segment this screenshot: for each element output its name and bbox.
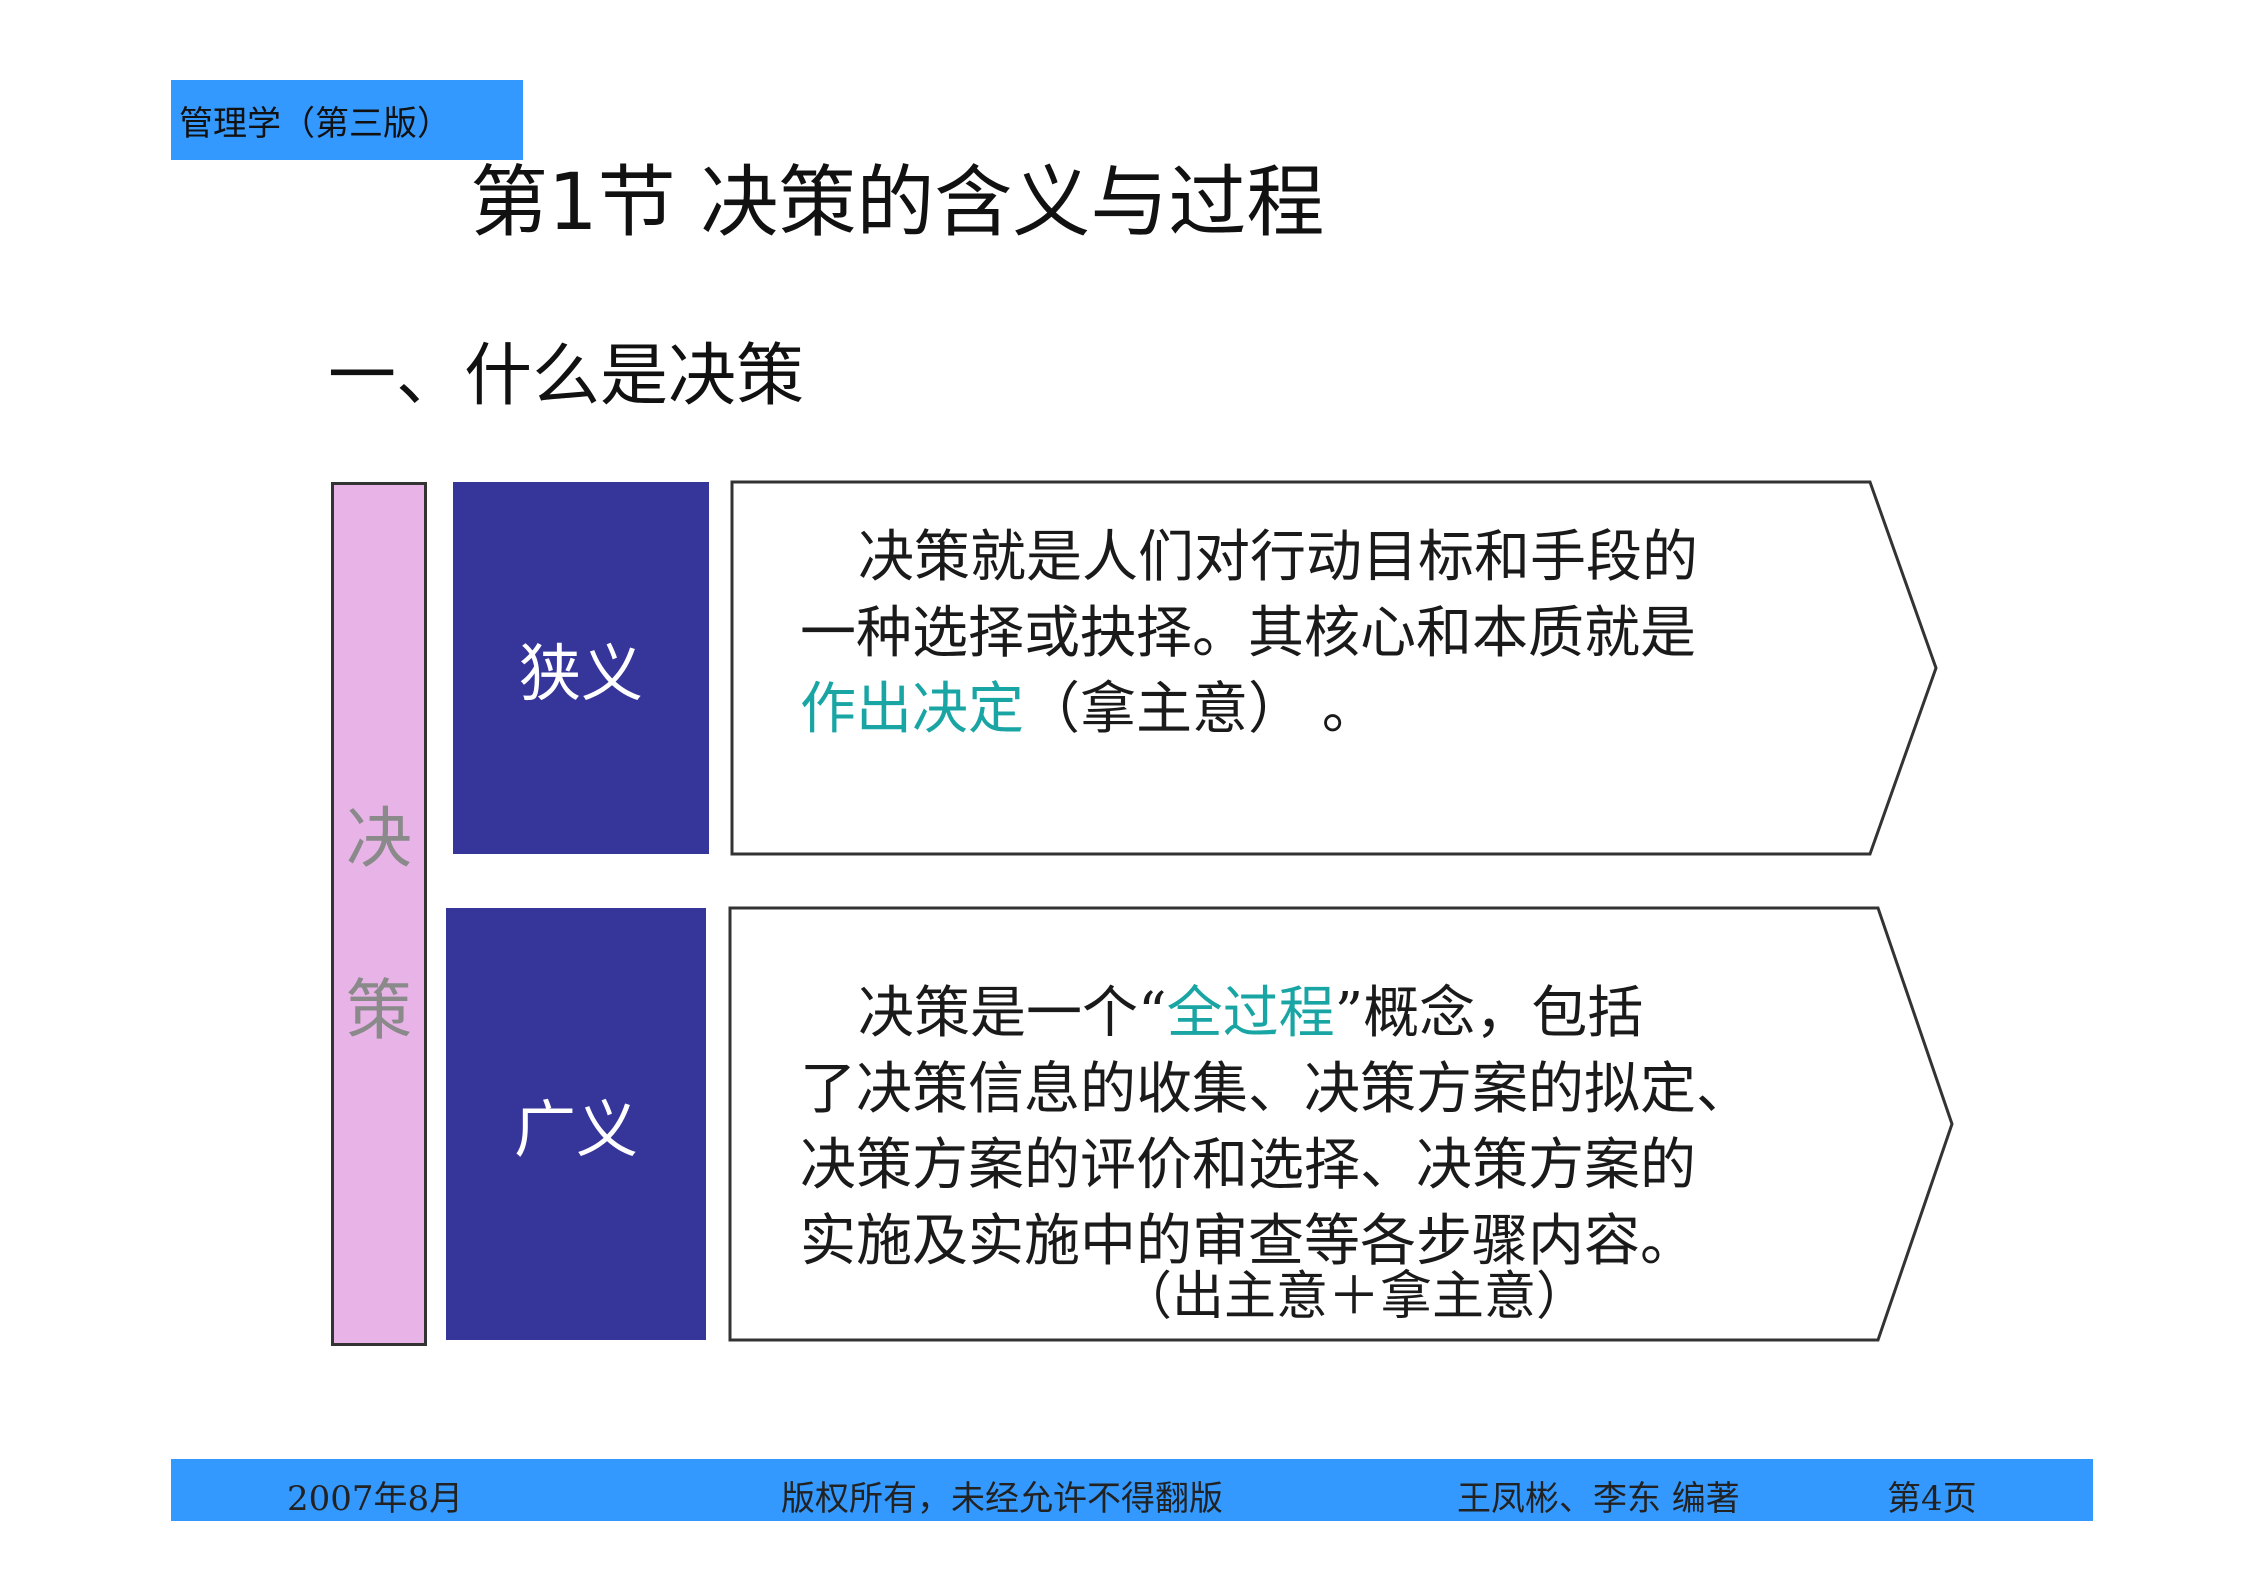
narrow-highlight: 作出决定 [800, 677, 1024, 742]
narrow-arrow-shape [730, 480, 1938, 856]
broad-note: （出主意＋拿主意） [1120, 1267, 1589, 1327]
broad-line-4: 实施及实施中的审查等各步骤内容。 [800, 1209, 1696, 1274]
footer-page-number: 第4页 [1887, 1479, 1977, 1519]
broad-term-box: 广义 [446, 908, 706, 1340]
footer-authors: 王凤彬、李东 编著 [1457, 1479, 1740, 1519]
narrow-term-box: 狭义 [453, 482, 709, 854]
narrow-line-3-rest: （拿主意） 。 [1024, 677, 1378, 742]
broad-definition-text: 决策是一个“全过程”概念，包括 了决策信息的收集、决策方案的拟定、 决策方案的评… [800, 976, 1752, 1280]
narrow-line-2: 一种选择或抉择。其核心和本质就是 [800, 601, 1696, 666]
section-heading: 一、什么是决策 [328, 337, 805, 416]
narrow-definition-panel: 决策就是人们对行动目标和手段的 一种选择或抉择。其核心和本质就是 作出决定（拿主… [730, 480, 1940, 856]
side-bar-char-1: 决 [346, 800, 412, 877]
broad-term-label: 广义 [513, 1093, 638, 1166]
slide-title: 第1节 决策的含义与过程 [470, 158, 1325, 248]
broad-line-1-pre: 决策是一个“ [858, 981, 1167, 1046]
narrow-line-3: 作出决定（拿主意） 。 [800, 672, 1698, 748]
narrow-term-label: 狭义 [518, 637, 643, 710]
narrow-line-1: 决策就是人们对行动目标和手段的 [858, 525, 1698, 590]
footer-bar: 2007年8月 版权所有，未经允许不得翻版 王凤彬、李东 编著 第4页 [171, 1459, 2093, 1521]
decision-side-bar: 决 策 [331, 482, 427, 1346]
book-title-tag: 管理学（第三版） [171, 80, 523, 160]
broad-line-2: 了决策信息的收集、决策方案的拟定、 [800, 1057, 1752, 1122]
book-title-text: 管理学（第三版） [179, 103, 451, 144]
broad-highlight: 全过程 [1166, 981, 1335, 1046]
narrow-definition-text: 决策就是人们对行动目标和手段的 一种选择或抉择。其核心和本质就是 作出决定（拿主… [800, 520, 1698, 748]
side-bar-char-2: 策 [346, 972, 412, 1049]
broad-definition-panel: 决策是一个“全过程”概念，包括 了决策信息的收集、决策方案的拟定、 决策方案的评… [728, 906, 1956, 1342]
broad-arrow-shape [728, 906, 1954, 1342]
broad-line-1: 决策是一个“全过程”概念，包括 [800, 976, 1752, 1052]
broad-line-1-post: ”概念，包括 [1334, 981, 1644, 1046]
footer-copyright: 版权所有，未经允许不得翻版 [781, 1479, 1223, 1519]
footer-date: 2007年8月 [287, 1479, 464, 1519]
broad-line-3: 决策方案的评价和选择、决策方案的 [800, 1133, 1696, 1198]
